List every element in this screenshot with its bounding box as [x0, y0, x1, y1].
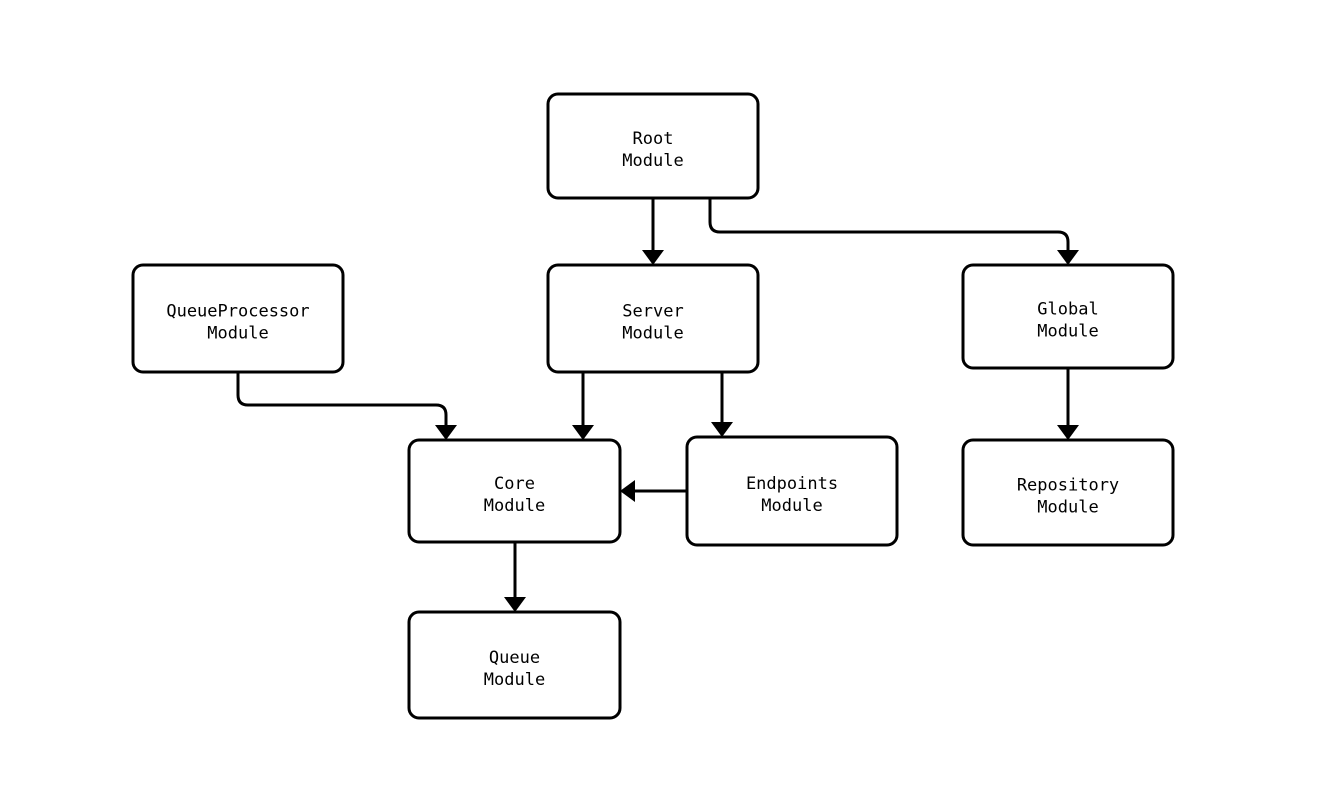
node-box[interactable]: [546, 263, 760, 374]
node-label-line1: Root: [633, 129, 674, 149]
node-label-line2: Module: [484, 496, 545, 516]
node-label-line1: Endpoints: [746, 474, 838, 494]
arrow-head-icon: [435, 425, 457, 440]
node-box[interactable]: [407, 610, 622, 720]
edge-endpoints-to-core: [620, 480, 687, 502]
arrow-head-icon: [504, 597, 526, 612]
edges-layer: [236, 198, 1079, 612]
node-label-line2: Module: [1037, 322, 1098, 342]
node-box[interactable]: [961, 438, 1175, 547]
edge-root-to-server: [642, 198, 664, 265]
node-box[interactable]: [685, 435, 899, 547]
node-label-line1: Queue: [489, 648, 540, 668]
edge-line: [236, 372, 448, 425]
node-label-line2: Module: [1037, 498, 1098, 518]
arrow-head-icon: [572, 425, 594, 440]
node-label-line1: Global: [1037, 300, 1098, 320]
node-label-line2: Module: [622, 151, 683, 171]
node-box[interactable]: [961, 263, 1175, 370]
edge-root-to-global: [708, 198, 1079, 265]
arrow-head-icon: [620, 480, 635, 502]
node-box[interactable]: [407, 438, 622, 544]
node-label-line1: Core: [494, 474, 535, 494]
edge-line: [708, 198, 1070, 250]
node-label-line2: Module: [622, 324, 683, 344]
node-label-line2: Module: [207, 324, 268, 344]
edge-core-to-queue: [504, 542, 526, 612]
edge-server-to-core: [572, 372, 594, 440]
arrow-head-icon: [1057, 250, 1079, 265]
node-label-line1: Server: [622, 302, 683, 322]
node-label-line2: Module: [484, 670, 545, 690]
arrow-head-icon: [711, 422, 733, 437]
arrow-head-icon: [642, 250, 664, 265]
node-label-line2: Module: [761, 496, 822, 516]
arrow-head-icon: [1057, 425, 1079, 440]
edge-queueprocessor-to-core: [236, 372, 457, 440]
edge-server-to-endpoints: [711, 372, 733, 437]
node-box[interactable]: [131, 263, 345, 374]
node-box[interactable]: [546, 92, 760, 200]
node-label-line1: QueueProcessor: [166, 302, 309, 322]
node-label-line1: Repository: [1017, 476, 1119, 496]
edge-global-to-repository: [1057, 368, 1079, 440]
